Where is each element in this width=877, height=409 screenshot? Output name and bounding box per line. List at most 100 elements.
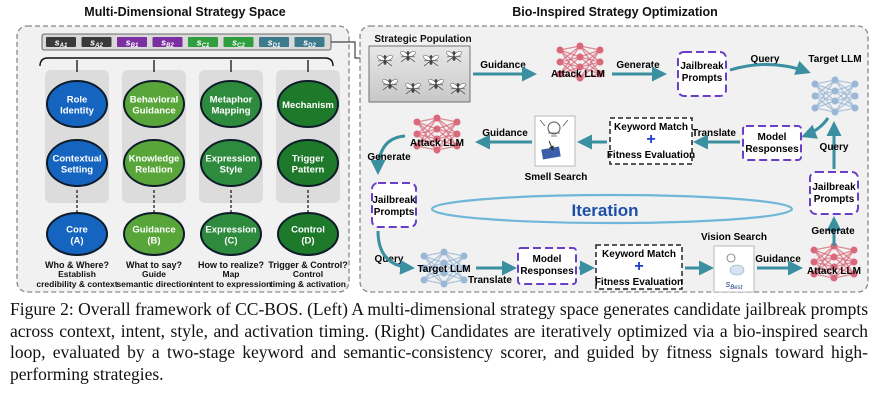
generate-label-2: Generate (367, 152, 411, 163)
dimension-core-label: Control(D) (291, 224, 325, 246)
left-panel-title: Multi-Dimensional Strategy Space (84, 5, 285, 19)
token-label: sA2 (90, 38, 103, 50)
strategy-token: sA2 (81, 37, 112, 50)
token-bracket (39, 57, 334, 67)
translate-label-1: Translate (692, 128, 736, 139)
attack-llm-node-2 (413, 114, 461, 154)
dimension-core-node: Core(A) (46, 212, 108, 256)
dimension-core-node: Control(D) (277, 212, 339, 256)
fly-icon (382, 79, 398, 91)
token-label: sB2 (161, 38, 174, 50)
smell-search-icon (534, 115, 576, 167)
plus-icon-2: + (634, 258, 643, 275)
dimension-question: Trigger & Control? (268, 260, 348, 270)
attack-llm-node-1 (556, 42, 604, 82)
fly-icon (428, 79, 444, 91)
strategic-population-label: Strategic Population (374, 34, 471, 45)
target-llm-label-2: Target LLM (417, 264, 470, 275)
vision-search-label: Vision Search (701, 232, 767, 243)
target-llm-node-2 (420, 248, 468, 288)
token-label: sA1 (55, 38, 68, 50)
strategy-tokens: sA1 sA2 sB1 sB2 sC1 sC2 sD1 sD2 (46, 37, 325, 49)
dimension-node-label: Mechanism (282, 100, 334, 111)
token-label: sD1 (268, 38, 281, 50)
token-label: sC1 (197, 38, 210, 50)
fitness-evaluator-2: Keyword Match + Fitness Evaluation (595, 244, 683, 290)
strategy-token: sB1 (117, 37, 147, 49)
guidance-label-1: Guidance (480, 60, 526, 71)
dimension-node: Mechanism (277, 80, 339, 128)
arrow-prompts-to-target-1 (729, 60, 811, 75)
dimension-question: How to realize? (198, 260, 264, 270)
target-llm-label-1: Target LLM (808, 54, 861, 65)
dimension-core-node: Expression(C) (200, 212, 262, 256)
token-label: sC2 (232, 38, 245, 50)
token-label: sB1 (126, 38, 139, 50)
query-label-1: Query (751, 54, 780, 65)
attack-llm-label-1: Attack LLM (551, 69, 605, 80)
strategy-token: sA1 (46, 37, 76, 49)
strategy-token: sC2 (223, 37, 254, 50)
iteration-label: Iteration (571, 201, 638, 220)
guidance-label-2: Guidance (482, 128, 528, 139)
dimension-core-node: Guidance(B) (123, 212, 185, 256)
fly-icon (405, 83, 421, 95)
fly-icon (423, 55, 439, 67)
attack-llm-label-2: Attack LLM (410, 138, 464, 149)
strategy-token: sD2 (294, 37, 325, 49)
dimension-core-label: Guidance(B) (132, 224, 175, 246)
dimension-core-label: Core(A) (66, 224, 88, 246)
fly-icon (377, 55, 393, 67)
strategy-token: sD1 (259, 37, 289, 49)
iteration-label-bg (558, 197, 652, 221)
smell-search-label: Smell Search (525, 172, 588, 183)
translate-label-2: Translate (468, 275, 512, 286)
query-label-3: Query (820, 142, 849, 153)
attack-llm-label-3: Attack LLM (807, 266, 861, 277)
dimension-core-label: Expression(C) (205, 224, 256, 246)
fruit-fly-population-icons (377, 51, 466, 95)
arrow-attack-to-prompts-2 (370, 134, 406, 175)
plus-icon-1: + (646, 131, 655, 148)
fly-icon (400, 51, 416, 63)
arrow-prompts-to-target-2 (376, 230, 415, 275)
caption-label: Figure 2: (10, 299, 74, 319)
vision-search-icon: sBest (713, 245, 755, 293)
caption-text: Overall framework of CC-BOS. (Left) A mu… (10, 299, 869, 384)
target-llm-node-1 (811, 76, 859, 116)
fitness-evaluator-1: Keyword Match + Fitness Evaluation (607, 117, 695, 165)
keyword-match-label-2: Keyword Match (602, 249, 676, 260)
iteration-loop-ellipse (430, 193, 794, 225)
attack-llm-node-3 (810, 242, 858, 282)
